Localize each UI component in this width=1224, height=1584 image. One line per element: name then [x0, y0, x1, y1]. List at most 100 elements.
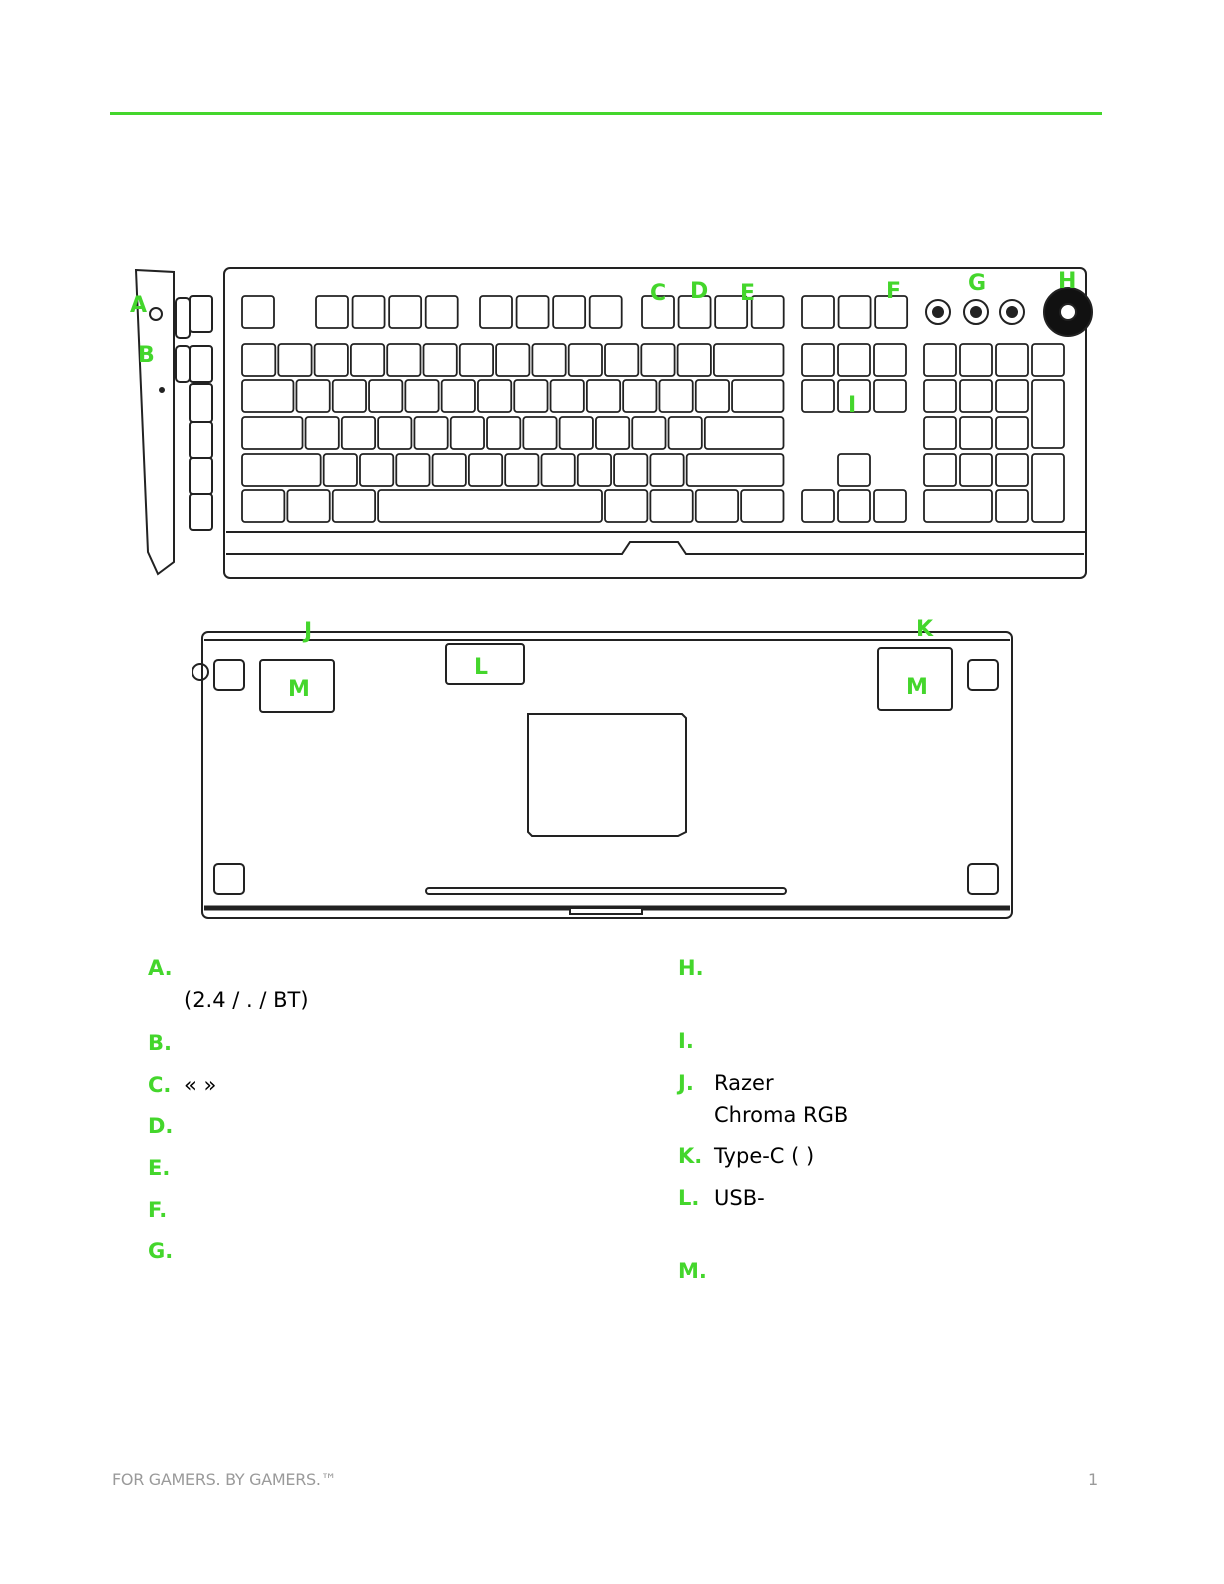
keycap [959, 343, 993, 377]
keycap [349, 343, 386, 377]
keycap [413, 416, 449, 450]
keycap [588, 295, 623, 329]
keycap [837, 343, 871, 377]
keycap [801, 489, 835, 523]
keycap [873, 379, 907, 413]
callout-a: A [130, 293, 147, 318]
keycap [995, 379, 1029, 413]
keycap [241, 343, 277, 377]
keycap [495, 343, 531, 377]
keycap [515, 295, 550, 329]
keycap [567, 343, 603, 377]
keycap [558, 416, 594, 450]
keycap [241, 489, 286, 523]
callout-e: E [740, 281, 755, 306]
keycap [801, 379, 835, 413]
page-number: 1 [1088, 1470, 1099, 1489]
keycap [658, 379, 694, 413]
keycap [531, 343, 567, 377]
callout-i: I [848, 393, 856, 418]
keycap [552, 295, 587, 329]
keycap [377, 416, 413, 450]
keycap [241, 416, 304, 450]
keycap [540, 453, 576, 487]
keycap [522, 416, 558, 450]
keycap [631, 416, 667, 450]
keycap [359, 453, 395, 487]
callout-g: G [968, 271, 986, 296]
keycap [331, 489, 377, 523]
keycap [604, 343, 640, 377]
keycap [677, 295, 712, 329]
keycap [313, 343, 349, 377]
keycap [422, 343, 458, 377]
keycap [995, 343, 1029, 377]
keycap [874, 295, 909, 329]
keycap [576, 453, 612, 487]
keycap [504, 453, 540, 487]
keycap [377, 489, 603, 523]
keycap [449, 416, 485, 450]
keycap [731, 379, 785, 413]
callout-c: C [650, 281, 666, 306]
keycap [713, 343, 785, 377]
keycap [322, 453, 358, 487]
keycap [486, 416, 522, 450]
keycap [740, 489, 785, 523]
keycap [241, 453, 322, 487]
keycap [431, 453, 467, 487]
keycap [477, 379, 513, 413]
callout-m-left: M [288, 677, 310, 702]
keycap [801, 295, 835, 329]
keycap [604, 489, 649, 523]
keycap [873, 489, 907, 523]
keycap [479, 295, 513, 329]
keycap [649, 489, 694, 523]
keycap [837, 453, 871, 487]
keycap [513, 379, 549, 413]
keycap [404, 379, 440, 413]
keycap [331, 379, 367, 413]
keycap [837, 489, 871, 523]
keycap [995, 453, 1029, 487]
keyboard-bottom-view-diagram: J K L M M [192, 617, 1013, 919]
keycap [923, 489, 993, 523]
keycap [440, 379, 476, 413]
callout-l: L [474, 655, 488, 680]
keycap [640, 343, 676, 377]
callout-j: J [302, 619, 312, 644]
legend-left: A. (2.4 / . / BT) B. C. « » D. E. F. G. [148, 956, 309, 1263]
keycap [923, 453, 957, 487]
keycap [801, 343, 835, 377]
keycap [368, 379, 404, 413]
callout-k: K [916, 617, 934, 642]
keycap [959, 416, 993, 450]
keycap [458, 343, 494, 377]
keycap [676, 343, 712, 377]
keycap [703, 416, 785, 450]
keycap [613, 453, 649, 487]
keycap [750, 295, 785, 329]
keycap [1031, 343, 1065, 377]
keycap [667, 416, 703, 450]
header-rule [110, 112, 1102, 115]
keycap [837, 295, 872, 329]
keycap [714, 295, 749, 329]
keycap [424, 295, 459, 329]
keyboard-top-view-diagram: A B C D E F G H I [130, 267, 1093, 579]
keycap [649, 453, 685, 487]
keycap [395, 453, 431, 487]
keycap [286, 489, 331, 523]
keycap [995, 489, 1029, 523]
keycap [923, 343, 957, 377]
keycap [694, 489, 740, 523]
callout-m-right: M [906, 675, 928, 700]
keyboard-body [223, 267, 1087, 579]
keycap [959, 379, 993, 413]
keycap [1031, 379, 1065, 449]
keycap [995, 416, 1029, 450]
keycap [959, 453, 993, 487]
keycap [386, 343, 422, 377]
keycap [1031, 453, 1065, 523]
keycap [351, 295, 386, 329]
